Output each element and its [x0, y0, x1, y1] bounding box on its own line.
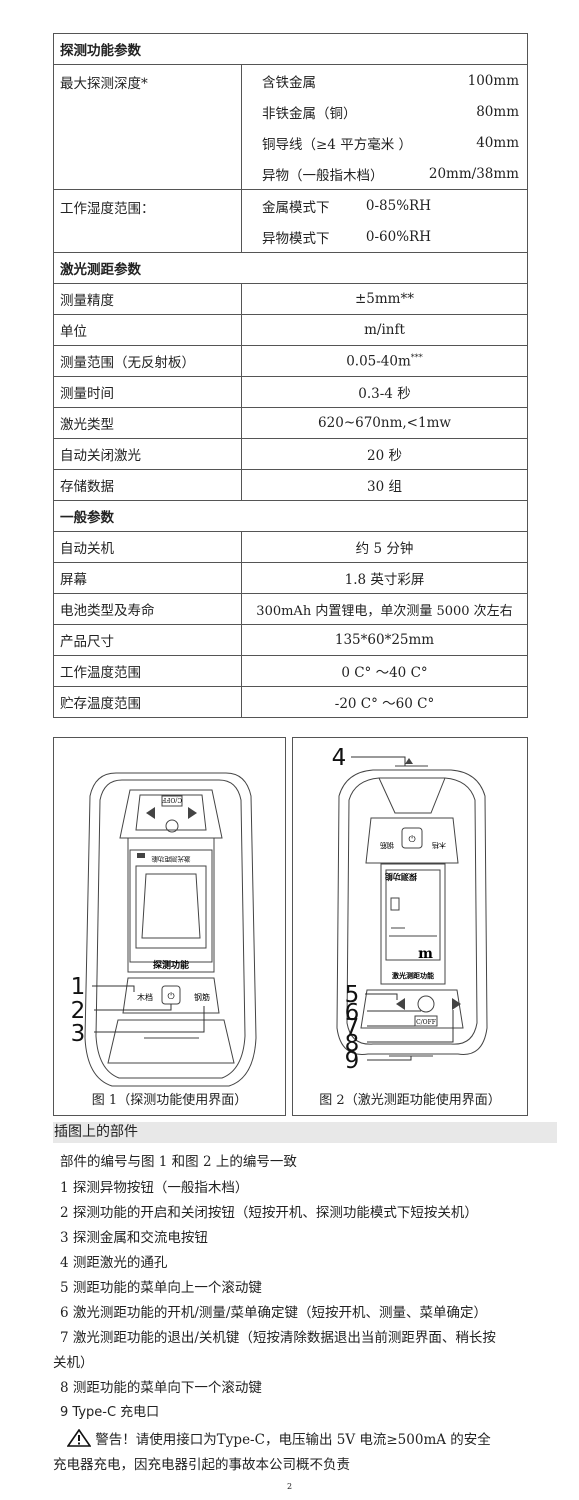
- callout-3: 3: [71, 1021, 86, 1047]
- section-laser: 激光测距参数: [53, 252, 528, 284]
- spec-value: -20 C° ～60 C°: [241, 686, 528, 718]
- list-item: 4 测距激光的通孔: [60, 1255, 168, 1271]
- list-item: 6 激光测距功能的开机/测量/菜单确定键（短按开机、测量、菜单确定）: [60, 1305, 487, 1321]
- warning-text-2: 充电器充电，因充电器引起的事故本公司概不负责: [53, 1457, 350, 1473]
- screen-function-label: 激光测距功能: [392, 971, 434, 980]
- spec-value: 0.05-40m***: [241, 345, 528, 377]
- steel-button-label: 钢筋: [380, 841, 394, 850]
- warning-line: 警告！请使用接口为Type-C，电压输出 5V 电流≥500mA 的安全: [67, 1428, 491, 1448]
- callout-4: 4: [332, 745, 347, 771]
- detect-power-button: [401, 827, 423, 849]
- spec-value: 20 秒: [241, 438, 528, 470]
- svg-text:⏻: ⏻: [408, 834, 415, 845]
- list-item: 关机）: [53, 1355, 94, 1371]
- list-item: 3 探测金属和交流电按钮: [60, 1230, 208, 1246]
- spec-value: m/inft: [241, 314, 528, 346]
- callout-1: 1: [71, 974, 86, 1000]
- wood-button-label: 木档: [137, 992, 153, 1002]
- spec-value: 30 组: [241, 469, 528, 501]
- laser-measure-icon: [165, 819, 179, 833]
- callout-2: 2: [71, 998, 86, 1024]
- svg-text:⏻: ⏻: [167, 991, 174, 1002]
- footnote-mark: ***: [410, 352, 423, 362]
- callout-7: 7: [345, 1015, 360, 1041]
- spec-key: 屏幕: [53, 562, 242, 594]
- parts-section-title: 插图上的部件: [53, 1122, 557, 1143]
- laser-exit-button: [414, 1015, 438, 1027]
- exit-button-text: C/OFF: [416, 1019, 436, 1026]
- spec-key: 测量范围（无反射板）: [53, 345, 242, 377]
- spec-key: 自动关闭激光: [53, 438, 242, 470]
- spec-value: 135*60*25mm: [241, 624, 528, 656]
- spec-value: 620~670nm,<1mw: [241, 407, 528, 439]
- steel-button-label: 钢筋: [194, 992, 210, 1002]
- spec-key: 存储数据: [53, 469, 242, 501]
- list-item: 7 激光测距功能的退出/关机键（短按清除数据退出当前测距界面、稍长按: [60, 1330, 496, 1346]
- left-arrow-icon: [146, 807, 155, 819]
- depth-row: 铜导线（≥4 平方毫米 ）40mm: [262, 134, 519, 153]
- spec-value: 300mAh 内置锂电，单次测量 5000 次左右: [241, 593, 528, 625]
- unit-label: m: [418, 946, 433, 962]
- laser-measure-icon: [417, 995, 435, 1013]
- menu-down-arrow-icon: [452, 998, 461, 1010]
- spec-value: 约 5 分钟: [241, 531, 528, 563]
- battery-icon: [137, 853, 145, 858]
- battery-icon: [390, 897, 400, 911]
- spec-key: 单位: [53, 314, 242, 346]
- figure-2: ⏻ 钢筋 木档 探测功能 m 激光测距功能 C/OFF 4 5 6 7 8 9 …: [292, 737, 528, 1116]
- spec-key: 产品尺寸: [53, 624, 242, 656]
- warning-icon: [67, 1429, 91, 1447]
- callout-9: 9: [345, 1048, 360, 1074]
- depth-row: 非铁金属（铜）80mm: [262, 103, 519, 122]
- humidity-label: 工作湿度范围：: [53, 189, 242, 253]
- list-item: 8 测距功能的菜单向下一个滚动键: [60, 1380, 262, 1396]
- device-illustration-detect: C/OFF 激光测距功能 探测功能 ⏻ 木档 钢筋 1 2 3: [71, 772, 257, 1087]
- spec-value: 0 C° ～40 C°: [241, 655, 528, 687]
- spec-key: 自动关机: [53, 531, 242, 563]
- spec-key: 贮存温度范围: [53, 686, 242, 718]
- figure-2-caption: 图 2（激光测距功能使用界面）: [319, 1093, 501, 1108]
- figure-1: C/OFF 激光测距功能 探测功能 ⏻ 木档 钢筋 1 2 3 图 1（探测功能…: [53, 737, 286, 1116]
- figure-1-caption: 图 1（探测功能使用界面）: [91, 1093, 248, 1108]
- spec-key: 测量精度: [53, 283, 242, 315]
- callout-5: 5: [345, 982, 360, 1008]
- list-item: 2 探测功能的开启和关闭按钮（短按开机、探测功能模式下短按关机）: [60, 1205, 478, 1221]
- depth-row: 异物（一般指木档）20mm/38mm: [262, 165, 519, 184]
- screen-title-rotated: 激光测距功能: [151, 855, 191, 864]
- max-depth-label: 最大探测深度*: [53, 64, 242, 190]
- menu-up-arrow-icon: [396, 998, 405, 1010]
- callout-8: 8: [345, 1031, 360, 1057]
- section-detect: 探测功能参数: [53, 33, 528, 65]
- screen-title-rotated: 探测功能: [385, 872, 417, 882]
- spec-value: ±5mm**: [241, 283, 528, 315]
- power-button-text: C/OFF: [162, 796, 182, 803]
- spec-key: 工作温度范围: [53, 655, 242, 687]
- list-item: 1 探测异物按钮（一般指木档）: [60, 1180, 249, 1196]
- section-general: 一般参数: [53, 500, 528, 532]
- page-number: 2: [286, 1482, 293, 1491]
- spec-key: 测量时间: [53, 376, 242, 408]
- laser-aperture-icon: [405, 758, 413, 764]
- wood-button-label: 木档: [432, 841, 446, 850]
- spec-value: 1.8 英寸彩屏: [241, 562, 528, 594]
- right-arrow-icon: [188, 807, 197, 819]
- spec-key: 电池类型及寿命: [53, 593, 242, 625]
- parts-intro: 部件的编号与图 1 和图 2 上的编号一致: [60, 1154, 297, 1170]
- spec-value: 0.3-4 秒: [241, 376, 528, 408]
- list-item: 5 测距功能的菜单向上一个滚动键: [60, 1280, 262, 1296]
- spec-key: 激光类型: [53, 407, 242, 439]
- callout-6: 6: [345, 1000, 360, 1026]
- warning-text: 警告！请使用接口为Type-C，电压输出 5V 电流≥500mA 的安全: [95, 1432, 491, 1448]
- device-illustration-laser: ⏻ 钢筋 木档 探测功能 m 激光测距功能 C/OFF 4 5 6 7 8 9: [332, 745, 488, 1074]
- screen-function-label: 探测功能: [153, 959, 189, 971]
- list-item: 9 Type-C 充电口: [60, 1405, 160, 1420]
